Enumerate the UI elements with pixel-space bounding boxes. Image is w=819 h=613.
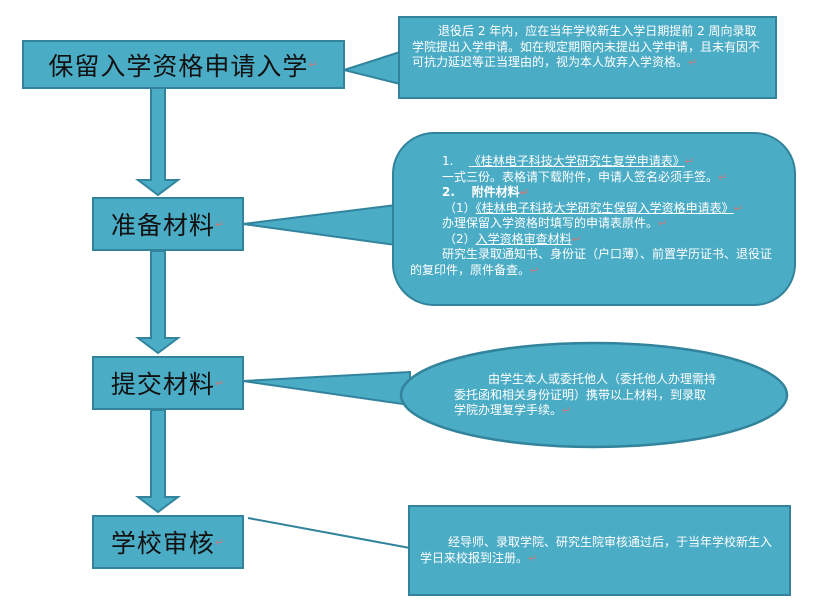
arrow-down-icon — [135, 87, 181, 197]
step-label: 学校审核 — [110, 529, 215, 558]
form-link[interactable]: 《桂林电子科技大学研究生复学申请表》 — [468, 154, 685, 168]
arrow-down-icon — [135, 250, 181, 355]
review-note: 经导师、录取学院、研究生院审核通过后，于当年学校新生入学日来校报到注册。↵ — [408, 505, 791, 596]
step-review: 学校审核↵ — [92, 515, 244, 569]
apply-note: 退役后 2 年内，应在当年学校新生入学日期提前 2 周向录取学院提出入学申请。如… — [398, 16, 777, 99]
submit-note-shape — [399, 341, 789, 449]
step-prepare: 准备材料↵ — [92, 197, 244, 251]
prepare-note: 1. 《桂林电子科技大学研究生复学申请表》↵ 一式三份。表格请下载附件，申请人签… — [392, 132, 796, 306]
callout-pointer-apply — [340, 50, 401, 86]
submit-note: 由学生本人或委托他人（委托他人办理需持委托函和相关身份证明）携带以上材料，到录取… — [454, 372, 717, 417]
arrow-down-icon — [135, 409, 181, 514]
step-apply: 保留入学资格申请入学↵ — [22, 40, 345, 89]
step-label: 保留入学资格申请入学 — [48, 51, 309, 81]
callout-pointer-submit — [242, 370, 411, 407]
connector-review — [247, 517, 411, 549]
callout-pointer-prepare — [242, 203, 397, 247]
step-label: 准备材料 — [110, 211, 215, 240]
step-label: 提交材料 — [110, 370, 215, 399]
step-submit: 提交材料↵ — [92, 356, 244, 410]
form-link[interactable]: 《桂林电子科技大学研究生保留入学资格申请表》 — [475, 200, 734, 215]
